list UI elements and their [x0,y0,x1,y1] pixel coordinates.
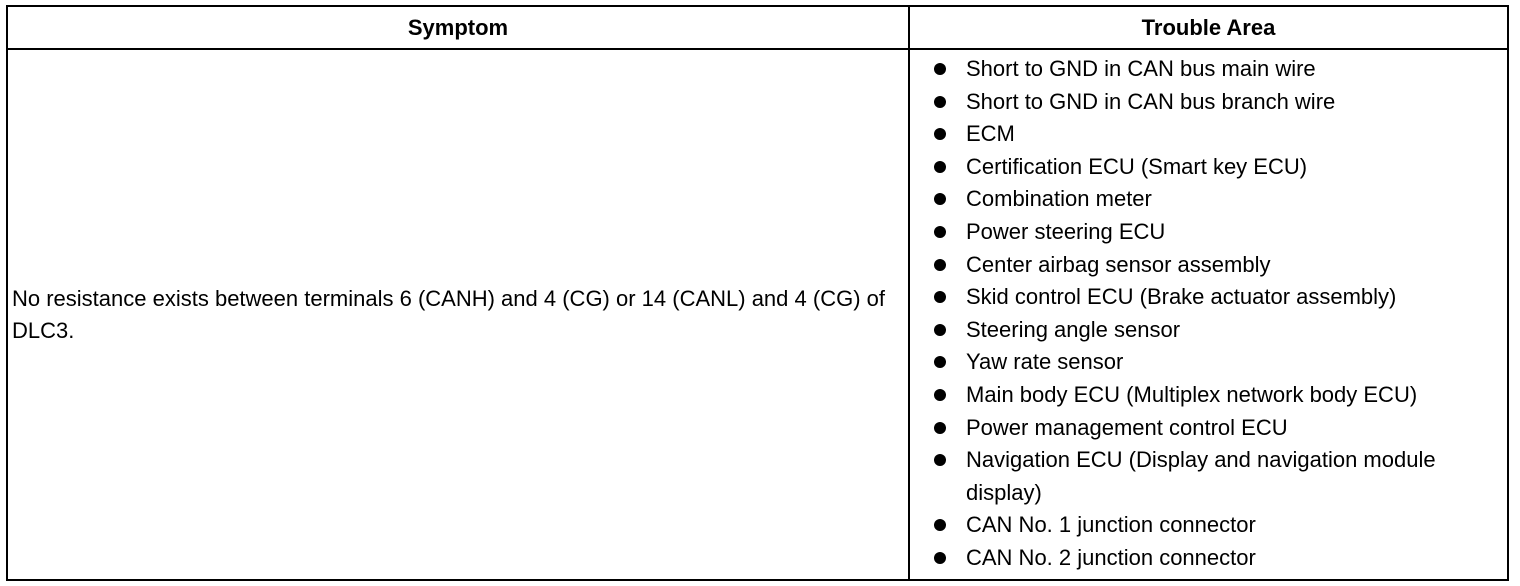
list-item: Power management control ECU [930,412,1503,445]
bullet-icon [934,193,946,206]
symptom-cell: No resistance exists between terminals 6… [6,48,910,581]
table-header-row: Symptom Trouble Area [6,5,1509,50]
list-item: Combination meter [930,183,1503,216]
bullet-icon [934,421,946,434]
trouble-area-text: Certification ECU (Smart key ECU) [966,153,1308,179]
bullet-icon [934,63,946,75]
bullet-icon [934,95,946,108]
trouble-area-text: Short to GND in CAN bus main wire [966,56,1316,81]
trouble-area-text: Power management control ECU [966,414,1288,440]
list-item: CAN No. 2 junction connector [930,542,1503,575]
list-item: Short to GND in CAN bus branch wire [930,86,1503,119]
bullet-icon [934,128,946,141]
list-item: CAN No. 1 junction connector [930,509,1503,542]
list-item: ECM [930,118,1503,151]
list-item: Skid control ECU (Brake actuator assembl… [930,281,1503,314]
list-item: Yaw rate sensor [930,346,1503,379]
trouble-area-text: Power steering ECU [966,218,1166,244]
trouble-area-text: Center airbag sensor assembly [966,251,1271,277]
trouble-area-cell: Short to GND in CAN bus main wire Short … [908,48,1509,581]
trouble-area-text: Main body ECU (Multiplex network body EC… [966,381,1418,407]
table-row: No resistance exists between terminals 6… [6,48,1509,581]
list-item: Center airbag sensor assembly [930,249,1503,282]
trouble-area-text: Steering angle sensor [966,316,1181,342]
list-item: Power steering ECU [930,216,1503,249]
list-item: Main body ECU (Multiplex network body EC… [930,379,1503,412]
header-trouble-area: Trouble Area [908,5,1509,50]
trouble-area-text: Yaw rate sensor [966,349,1124,375]
list-item: Navigation ECU (Display and navigation m… [930,444,1503,509]
list-item: Short to GND in CAN bus main wire [930,53,1503,86]
list-item: Certification ECU (Smart key ECU) [930,151,1503,184]
trouble-area-text: Skid control ECU (Brake actuator assembl… [966,284,1397,310]
bullet-icon [934,225,946,238]
bullet-icon [934,291,946,304]
bullet-icon [934,519,946,532]
header-symptom: Symptom [6,5,910,50]
trouble-area-text: Combination meter [966,186,1152,212]
trouble-area-text: Short to GND in CAN bus branch wire [966,88,1336,114]
trouble-area-list: Short to GND in CAN bus main wire Short … [930,53,1503,575]
trouble-area-text: Navigation ECU (Display and navigation m… [966,447,1436,505]
bullet-icon [934,454,946,467]
bullet-icon [934,160,946,173]
trouble-area-text: CAN No. 1 junction connector [966,512,1256,538]
bullet-icon [934,323,946,336]
bullet-icon [934,388,946,401]
symptom-table: Symptom Trouble Area No resistance exist… [6,5,1509,581]
bullet-icon [934,551,946,564]
trouble-area-text: CAN No. 2 junction connector [966,544,1256,570]
list-item: Steering angle sensor [930,314,1503,347]
bullet-icon [934,258,946,271]
trouble-area-text: ECM [966,121,1015,147]
bullet-icon [934,356,946,369]
